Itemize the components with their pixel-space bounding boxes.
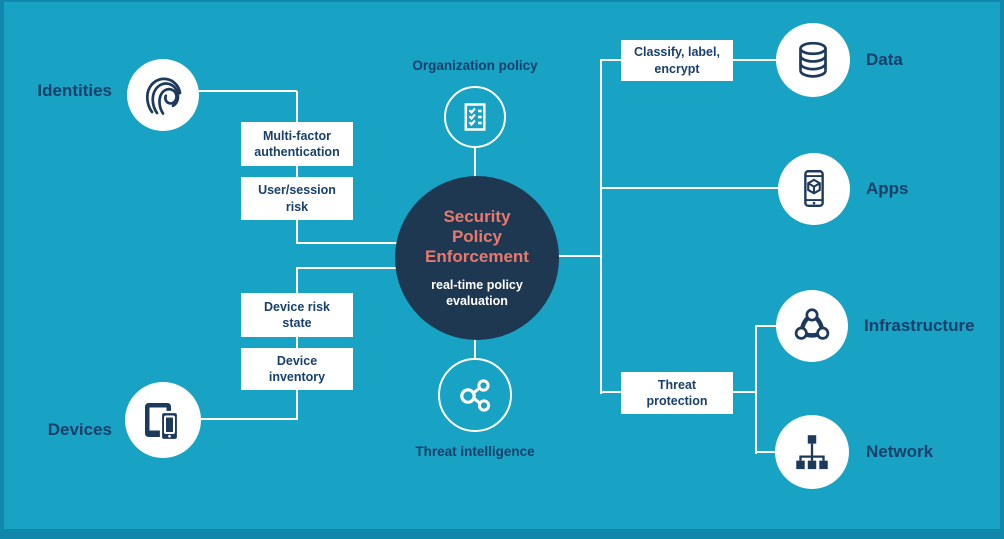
- checklist-icon: [455, 97, 495, 137]
- connector-threatprotection-to-trunk2: [733, 391, 757, 393]
- connector-riskstate-up: [296, 267, 298, 294]
- classify-label-encrypt-box: Classify, label,encrypt: [621, 40, 733, 81]
- connector-right-trunk2: [755, 325, 757, 454]
- connector-trunk-to-classify: [600, 59, 623, 61]
- canvas-edge-bottom: [0, 529, 1004, 539]
- connector-usersession-down: [296, 219, 298, 244]
- security-policy-enforcement-node: Security Policy Enforcement real-time po…: [395, 176, 559, 340]
- organization-policy-label: Organization policy: [412, 58, 538, 73]
- canvas-edge-top: [0, 0, 1004, 2]
- data-label: Data: [866, 50, 903, 69]
- network-icon: [788, 428, 836, 476]
- connector-identities-branch-to-center: [296, 242, 411, 244]
- mobile-app-icon: [790, 165, 838, 213]
- connector-trunk-to-apps: [601, 187, 781, 189]
- connector-mfa-to-usersession: [296, 165, 298, 178]
- connector-orgpolicy-to-center: [474, 146, 476, 178]
- database-icon: [788, 35, 838, 85]
- canvas-edge-right: [1000, 0, 1004, 539]
- canvas-edge-left: [0, 0, 4, 539]
- identities-label: Identities: [37, 81, 112, 100]
- connector-devices-branch-to-center: [296, 267, 411, 269]
- threat-intelligence-label: Threat intelligence: [415, 444, 535, 459]
- devices-node: [125, 382, 201, 458]
- connector-identities-to-trunk: [199, 90, 297, 92]
- connector-trunk2-to-infrastructure: [755, 325, 779, 327]
- share-icon: [451, 371, 499, 419]
- connector-trunk-to-mfa: [296, 91, 298, 124]
- connector-center-to-right-trunk: [545, 255, 602, 257]
- infrastructure-label: Infrastructure: [864, 316, 975, 335]
- connector-right-trunk: [600, 59, 602, 394]
- connector-trunk2-to-network: [755, 451, 779, 453]
- network-label: Network: [866, 442, 934, 461]
- connector-trunk-to-inventory: [296, 389, 298, 420]
- network-node: [775, 415, 849, 489]
- center-title: Security Policy Enforcement: [425, 206, 529, 266]
- fingerprint-icon: [138, 70, 188, 120]
- connector-inventory-to-riskstate: [296, 336, 298, 349]
- infrastructure-node: [776, 290, 848, 362]
- connector-classify-to-data: [733, 59, 778, 61]
- center-subtitle: real-time policy evaluation: [431, 277, 523, 308]
- apps-node: [778, 153, 850, 225]
- infrastructure-icon: [788, 302, 836, 350]
- connector-center-to-threatintel: [474, 338, 476, 360]
- devices-icon: [136, 393, 190, 447]
- data-node: [776, 23, 850, 97]
- threat-intelligence-node: [438, 358, 512, 432]
- connector-devices-to-trunk: [200, 418, 297, 420]
- apps-label: Apps: [866, 179, 909, 198]
- connector-trunk-to-threatprotection: [600, 391, 623, 393]
- identities-node: [127, 59, 199, 131]
- organization-policy-node: [444, 86, 506, 148]
- devices-label: Devices: [47, 420, 112, 439]
